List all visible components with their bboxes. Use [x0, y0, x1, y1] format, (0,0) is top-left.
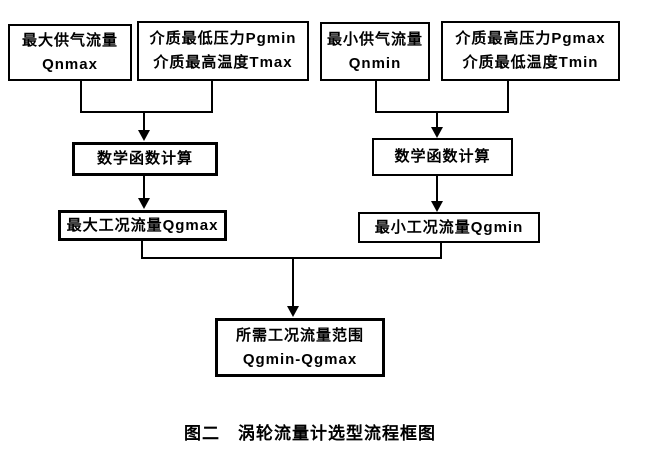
flowchart-node-pgmax-tmin: 介质最高压力Pgmax 介质最低温度Tmin: [441, 21, 620, 81]
flowchart-node-calc-left: 数学函数计算: [72, 142, 218, 176]
node-text-line: 所需工况流量范围: [235, 326, 364, 344]
node-text-line: 最小工况流量Qgmin: [374, 218, 524, 236]
node-text-line: 数学函数计算: [394, 148, 491, 165]
node-text-line: 介质最高温度Tmax: [153, 54, 293, 71]
figure-caption: 图二 涡轮流量计选型流程框图: [184, 424, 436, 443]
node-text-line: Qgmin-Qgmax: [242, 350, 358, 368]
arrow-to-range: [287, 258, 299, 317]
arrow-calc-to-qgmin: [431, 175, 443, 212]
node-text-line: 最大供气流量: [21, 31, 118, 49]
node-text-line: 数学函数计算: [96, 150, 193, 167]
connector-left-merge: [80, 81, 213, 113]
arrow-calc-to-qgmax: [138, 175, 150, 209]
flowchart-node-flow-range: 所需工况流量范围 Qgmin-Qgmax: [215, 318, 385, 377]
arrow-left-to-calc: [138, 112, 150, 141]
node-text-line: 介质最高压力Pgmax: [455, 30, 606, 47]
node-text-line: 最大工况流量Qgmax: [66, 216, 219, 234]
flowchart-node-qnmax: 最大供气流量 Qnmax: [8, 24, 132, 81]
node-text-line: 最小供气流量: [326, 30, 423, 48]
flowchart-node-calc-right: 数学函数计算: [372, 138, 513, 176]
node-text-line: 介质最低压力Pgmin: [149, 30, 297, 47]
node-text-line: Qnmax: [42, 55, 98, 73]
flowchart-node-pgmin-tmax: 介质最低压力Pgmin 介质最高温度Tmax: [137, 21, 309, 81]
connector-right-merge: [375, 81, 509, 113]
node-text-line: Qnmin: [348, 54, 402, 72]
node-text-line: 介质最低温度Tmin: [462, 54, 599, 71]
flowchart-node-qnmin: 最小供气流量 Qnmin: [320, 22, 430, 81]
flowchart-node-qgmax: 最大工况流量Qgmax: [58, 210, 227, 241]
flowchart-node-qgmin: 最小工况流量Qgmin: [358, 212, 540, 243]
arrow-right-to-calc: [431, 112, 443, 138]
